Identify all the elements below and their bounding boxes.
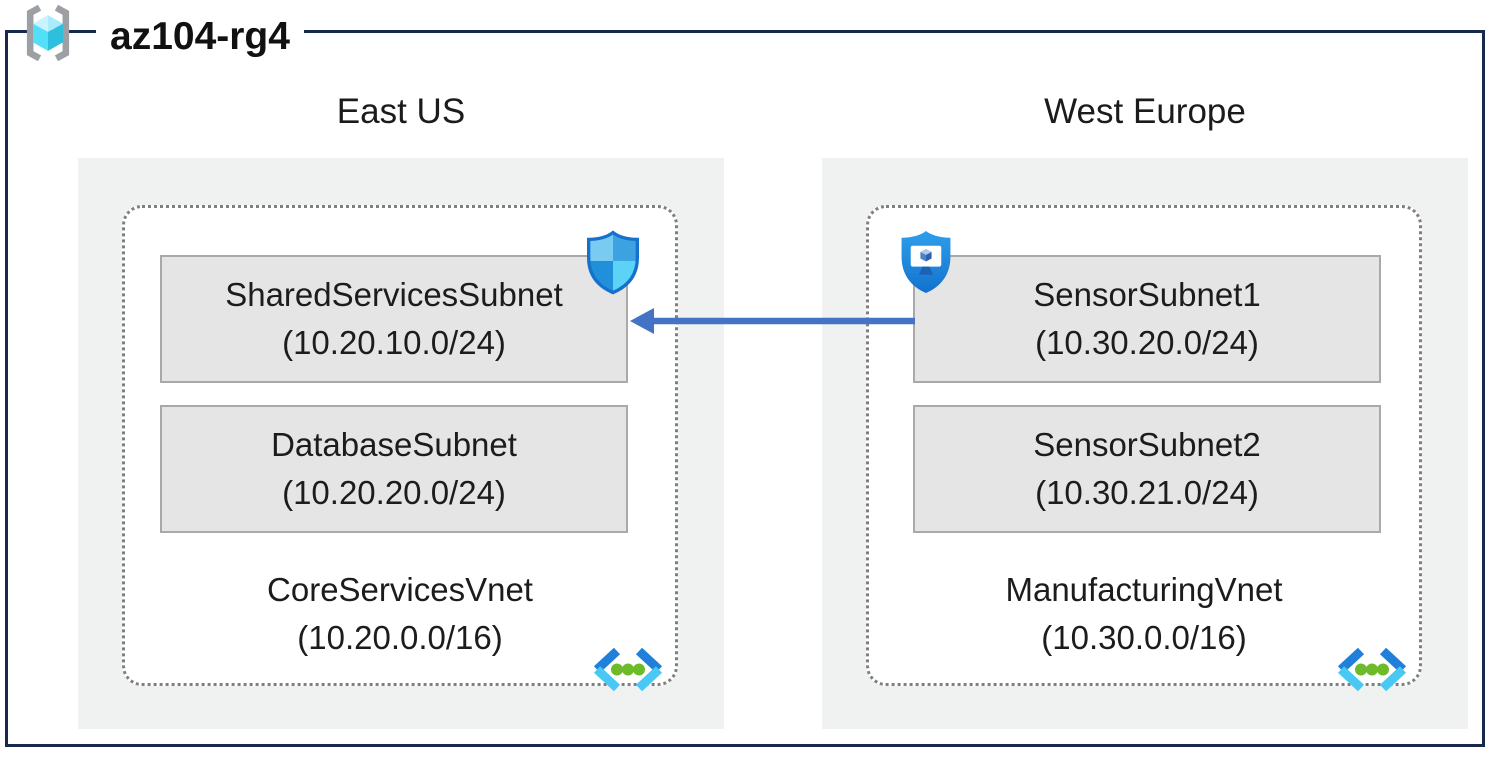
network-security-group-shield-icon bbox=[587, 230, 639, 295]
subnet-cidr: (10.20.20.0/24) bbox=[282, 474, 506, 511]
vnet-name: ManufacturingVnet bbox=[1005, 571, 1283, 608]
vnet-cidr: (10.20.0.0/16) bbox=[297, 618, 503, 656]
region-label-east-us: East US bbox=[336, 92, 466, 131]
vnet-label-coreservicesvnet: CoreServicesVnet (10.20.0.0/16) bbox=[122, 566, 678, 662]
subnet-name: SharedServicesSubnet bbox=[225, 276, 563, 314]
subnet-sharedservicessubnet: SharedServicesSubnet (10.20.10.0/24) bbox=[160, 255, 628, 383]
virtual-network-icon bbox=[593, 647, 663, 692]
vnet-cidr: (10.30.0.0/16) bbox=[1041, 618, 1247, 656]
region-label-west-europe: West Europe bbox=[1044, 92, 1246, 131]
subnet-cidr: (10.30.20.0/24) bbox=[1035, 324, 1259, 361]
subnet-name: SensorSubnet1 bbox=[1033, 276, 1261, 314]
vnet-label-manufacturingvnet: ManufacturingVnet (10.30.0.0/16) bbox=[866, 566, 1422, 662]
resource-group-legend: az104-rg4 bbox=[18, 4, 304, 62]
resource-group-frame bbox=[5, 30, 1485, 747]
subnet-databasesubnet: DatabaseSubnet (10.20.20.0/24) bbox=[160, 405, 628, 533]
application-security-group-shield-icon bbox=[901, 230, 951, 294]
subnet-name: SensorSubnet2 bbox=[1033, 426, 1261, 464]
resource-group-icon bbox=[26, 4, 70, 62]
virtual-network-icon bbox=[1337, 647, 1407, 692]
peering-arrow bbox=[630, 308, 915, 334]
subnet-name: DatabaseSubnet bbox=[271, 426, 517, 464]
resource-group-title: az104-rg4 bbox=[96, 13, 304, 61]
subnet-sensorsubnet2: SensorSubnet2 (10.30.21.0/24) bbox=[913, 405, 1381, 533]
subnet-cidr: (10.20.10.0/24) bbox=[282, 324, 506, 361]
subnet-cidr: (10.30.21.0/24) bbox=[1035, 474, 1259, 511]
vnet-name: CoreServicesVnet bbox=[267, 571, 533, 608]
subnet-sensorsubnet1: SensorSubnet1 (10.30.20.0/24) bbox=[913, 255, 1381, 383]
